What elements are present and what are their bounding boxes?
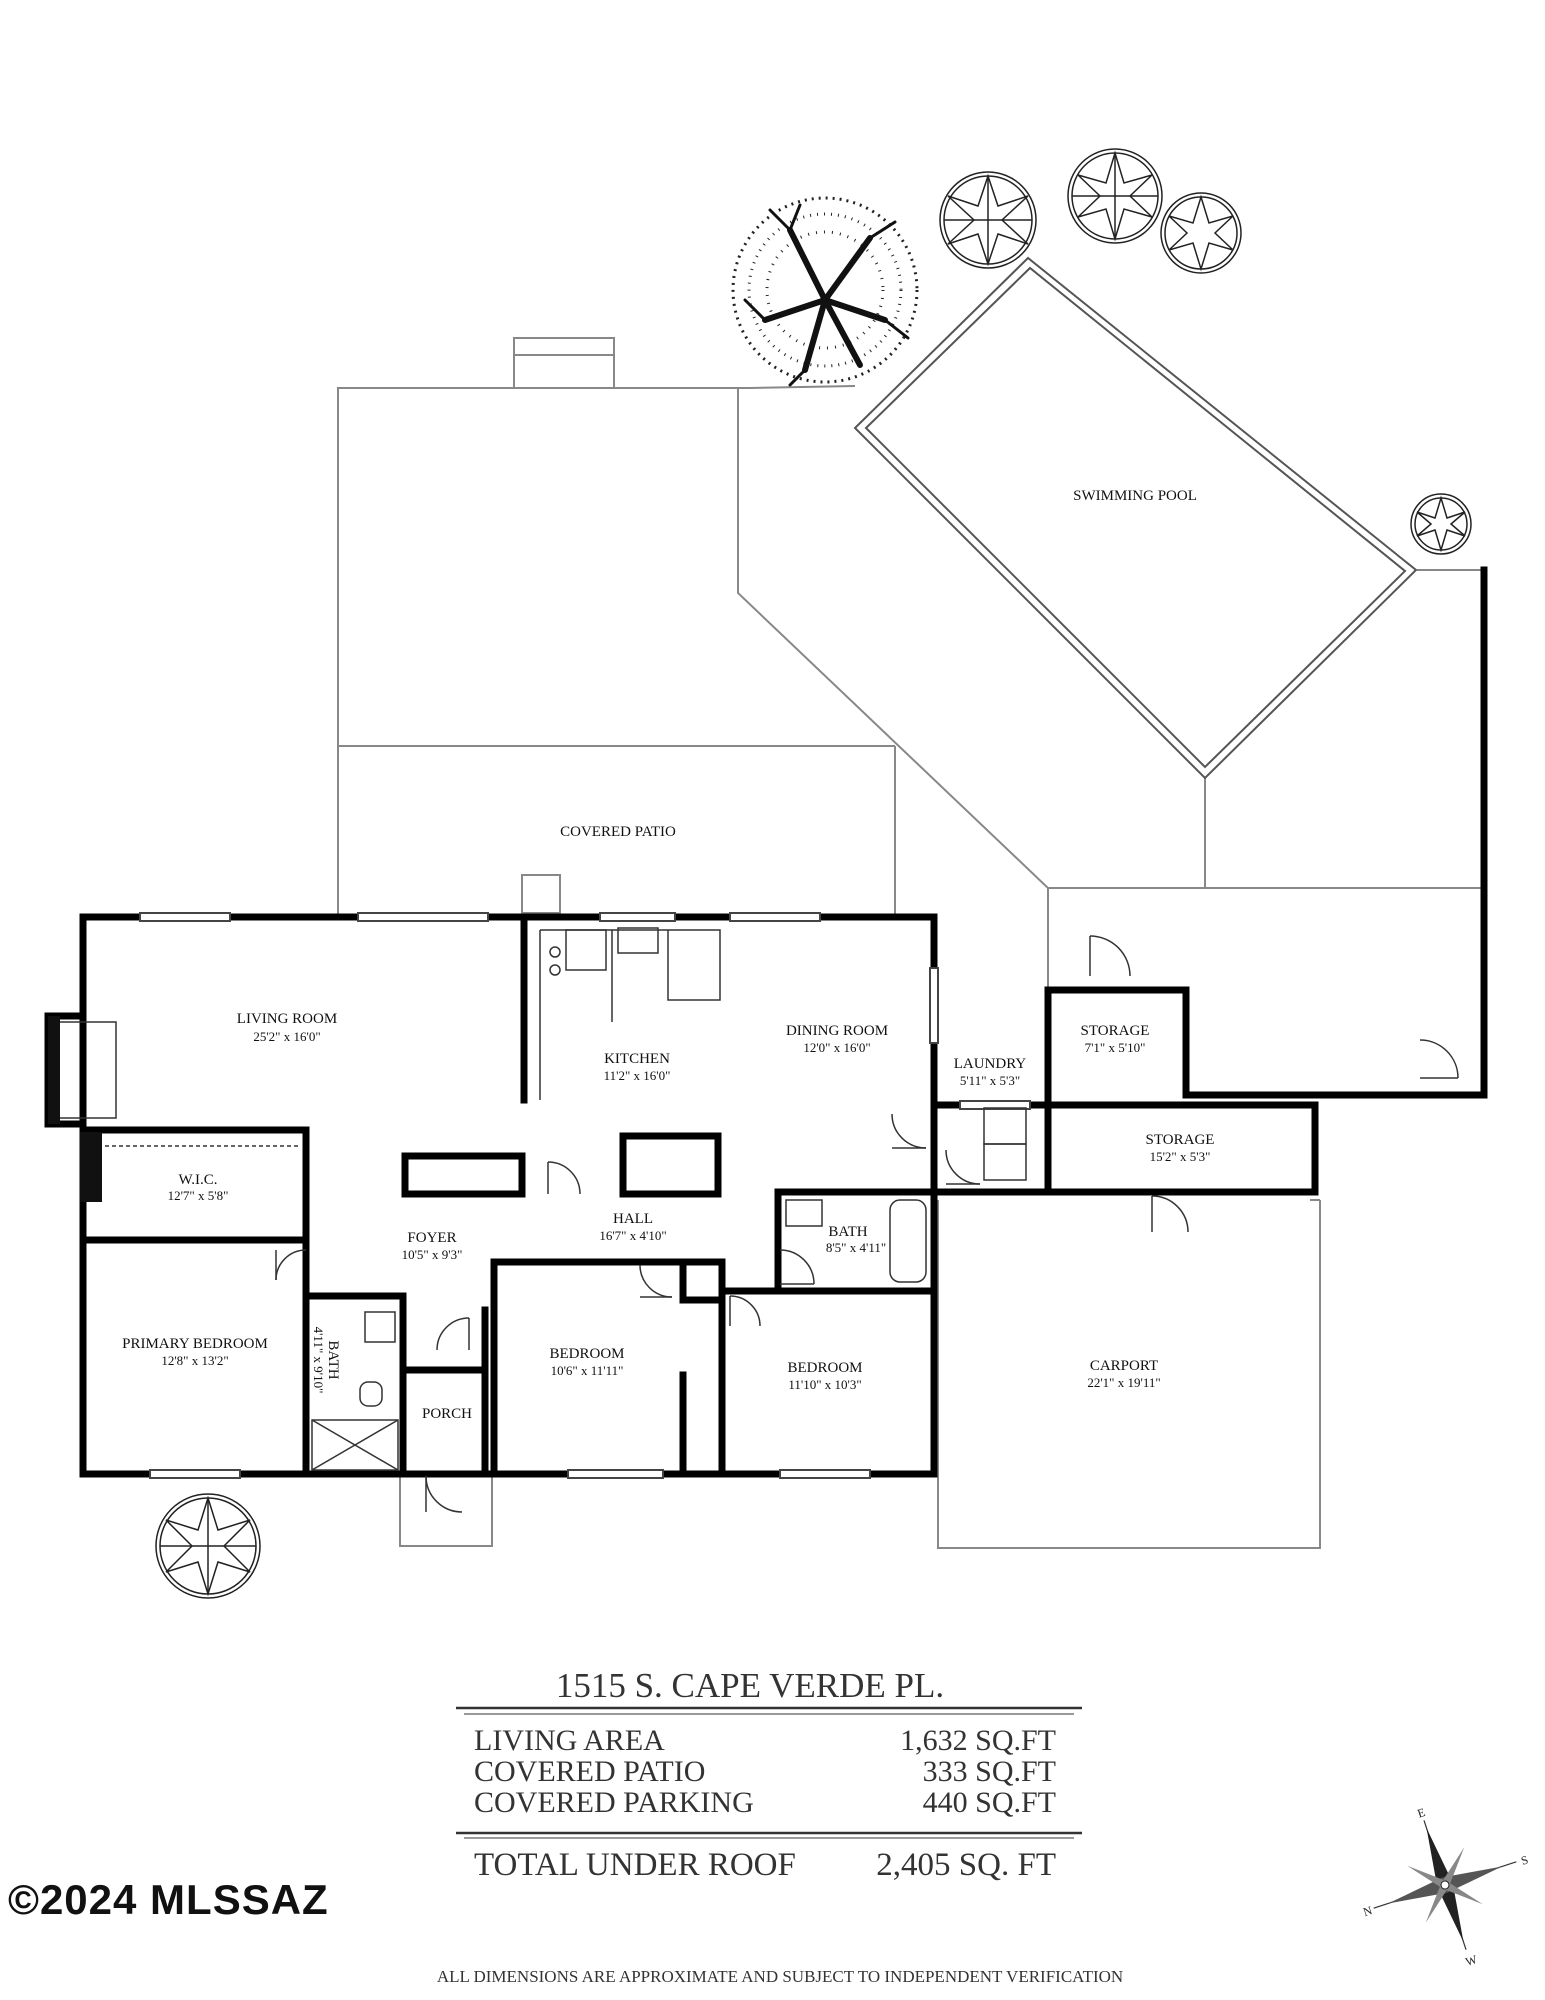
compass-icon: N S E W: [1361, 1805, 1530, 1969]
swimming-pool: [853, 256, 1418, 780]
dims-storage-1: 7'1" x 5'10": [1085, 1040, 1146, 1055]
label-carport: CARPORT: [1090, 1358, 1158, 1374]
dims-primary-bedroom: 12'8" x 13'2": [161, 1353, 228, 1368]
disclaimer-text: ALL DIMENSIONS ARE APPROXIMATE AND SUBJE…: [436, 1967, 1124, 1986]
dims-foyer: 10'5" x 9'3": [402, 1247, 463, 1262]
summary-label: LIVING AREA: [474, 1724, 665, 1757]
label-bedroom-1: BEDROOM: [549, 1346, 624, 1362]
walls: [44, 566, 1488, 1478]
dims-hall: 16'7" x 4'10": [599, 1228, 666, 1243]
address-title: 1515 S. CAPE VERDE PL.: [555, 1666, 945, 1705]
compass-e: E: [1416, 1805, 1427, 1821]
fireplace-base: [80, 1132, 102, 1202]
summary-value: 440 SQ.FT: [922, 1786, 1056, 1819]
label-dining-room: DINING ROOM: [786, 1023, 888, 1039]
dims-bath-1: 4'11" x 9'10": [311, 1327, 326, 1394]
tree-icon: [1160, 192, 1242, 274]
label-storage-2: STORAGE: [1146, 1132, 1215, 1148]
fireplace-wall: [48, 1016, 60, 1124]
oak-tree-icon: [731, 196, 919, 387]
label-storage-1: STORAGE: [1081, 1023, 1150, 1039]
label-laundry: LAUNDRY: [954, 1056, 1027, 1072]
compass-w: W: [1464, 1952, 1480, 1969]
dims-carport: 22'1" x 19'11": [1087, 1375, 1160, 1390]
total-label: TOTAL UNDER ROOF: [474, 1847, 796, 1883]
tree-icon: [939, 171, 1037, 269]
total-value: 2,405 SQ. FT: [876, 1847, 1056, 1883]
dims-bath-2: 8'5" x 4'11": [826, 1240, 886, 1255]
label-porch: PORCH: [422, 1406, 472, 1422]
tree-icon: [155, 1493, 261, 1599]
summary-label: COVERED PATIO: [474, 1755, 706, 1788]
label-living-room: LIVING ROOM: [237, 1011, 337, 1027]
label-kitchen: KITCHEN: [604, 1051, 670, 1067]
room-labels: SWIMMING POOL COVERED PATIO LIVING ROOM …: [122, 488, 1214, 1422]
dims-bedroom-1: 10'6" x 11'11": [551, 1363, 624, 1378]
compass-n: N: [1361, 1903, 1374, 1919]
exterior-outlines: [337, 337, 1485, 1549]
doors: [275, 935, 1459, 1513]
summary-rules: [456, 1706, 1082, 1839]
label-bath-1: BATH: [325, 1340, 341, 1379]
windows: [139, 912, 1031, 1479]
dims-dining-room: 12'0" x 16'0": [803, 1040, 870, 1055]
label-hall: HALL: [613, 1211, 653, 1227]
label-swimming-pool: SWIMMING POOL: [1073, 488, 1197, 504]
dims-bedroom-2: 11'10" x 10'3": [788, 1377, 861, 1392]
label-covered-patio: COVERED PATIO: [560, 824, 676, 840]
fixtures: [53, 927, 1027, 1471]
dims-storage-2: 15'2" x 5'3": [1150, 1149, 1211, 1164]
label-bath-2: BATH: [828, 1224, 867, 1240]
dims-kitchen: 11'2" x 16'0": [604, 1068, 671, 1083]
dims-living-room: 25'2" x 16'0": [253, 1029, 320, 1044]
dims-wic: 12'7" x 5'8": [168, 1188, 229, 1203]
summary-value: 333 SQ.FT: [922, 1755, 1056, 1788]
label-wic: W.I.C.: [178, 1172, 217, 1188]
copyright-watermark: ©2024 MLSSAZ: [8, 1876, 329, 1923]
summary-value: 1,632 SQ.FT: [900, 1724, 1056, 1757]
label-bedroom-2: BEDROOM: [787, 1360, 862, 1376]
label-primary-bedroom: PRIMARY BEDROOM: [122, 1336, 268, 1352]
label-foyer: FOYER: [407, 1230, 456, 1246]
tree-icon: [1410, 493, 1472, 555]
tree-icon: [1067, 148, 1163, 244]
compass-s: S: [1519, 1853, 1530, 1868]
dims-laundry: 5'11" x 5'3": [960, 1073, 1020, 1088]
summary-label: COVERED PARKING: [474, 1786, 754, 1819]
